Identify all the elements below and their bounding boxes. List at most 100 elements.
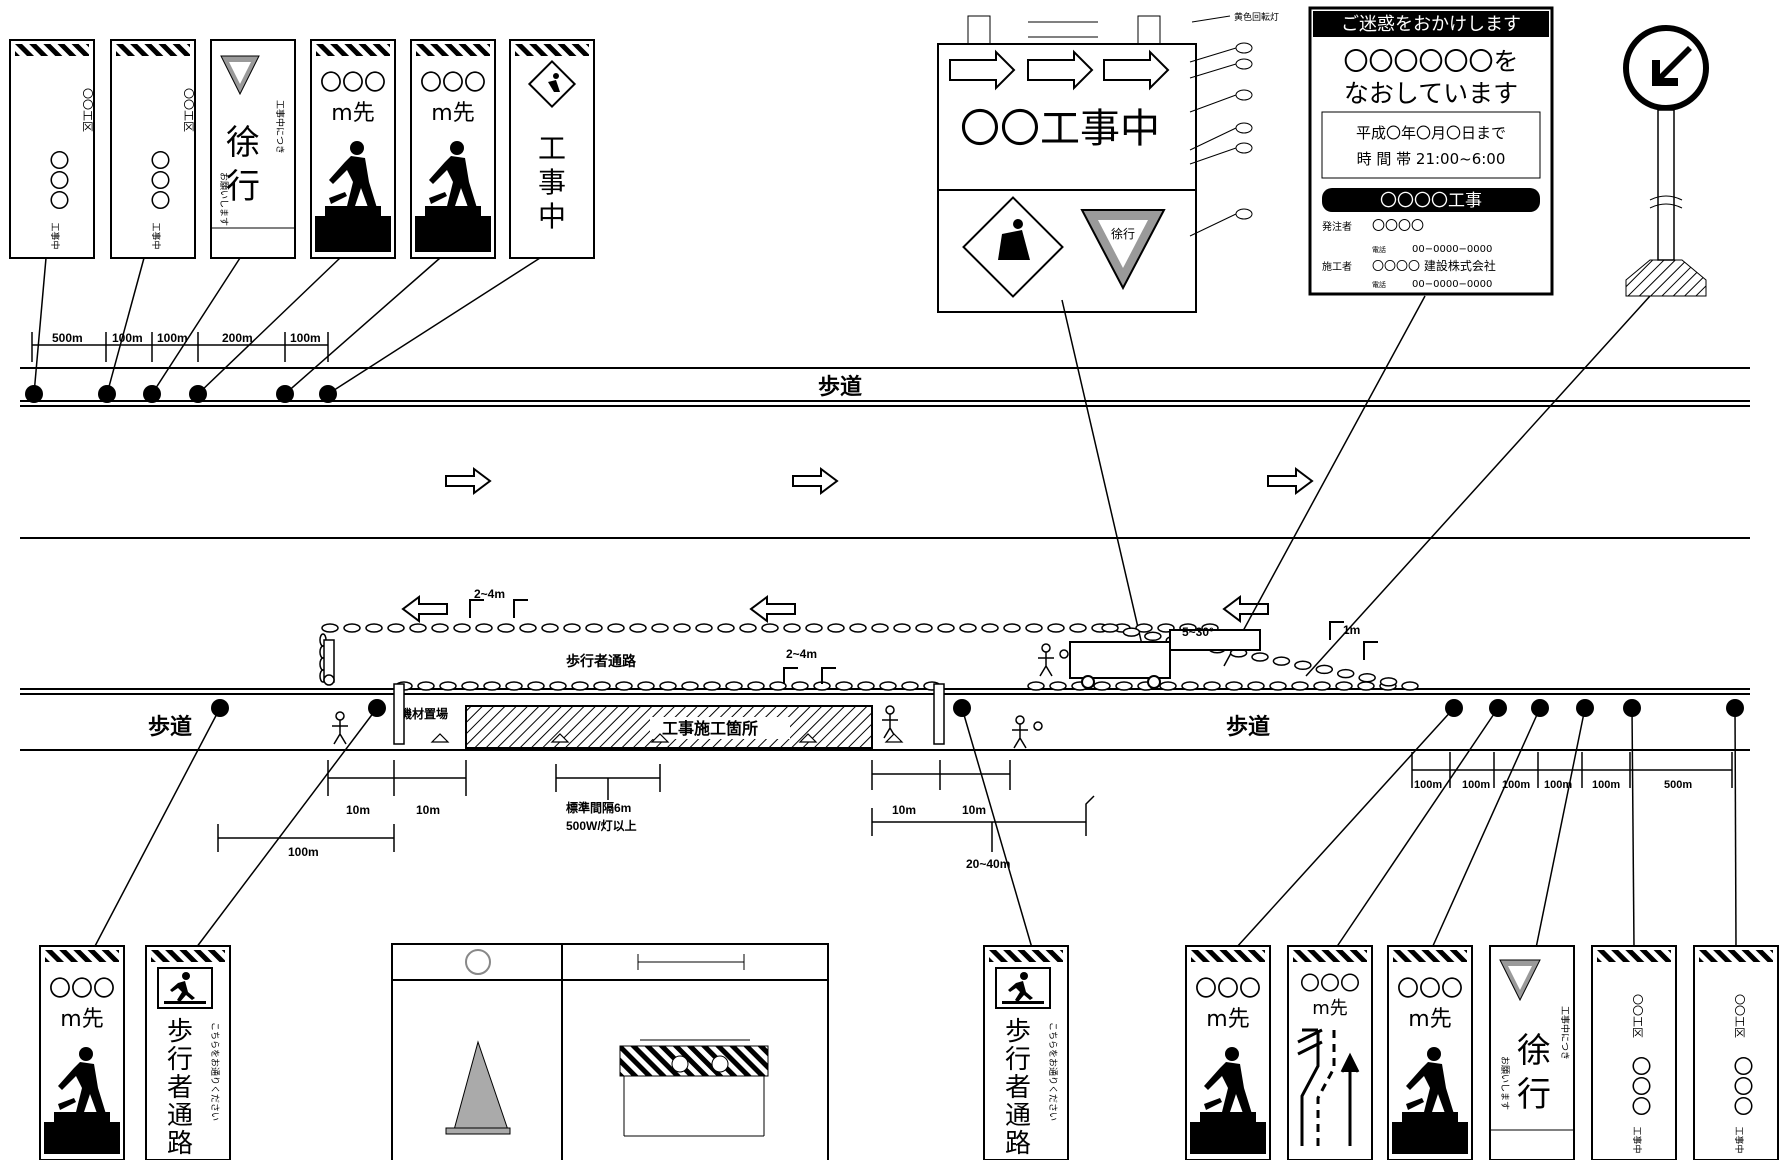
pedestrian-icon [157, 967, 213, 1009]
distance-label: 500m [1664, 779, 1692, 791]
chain-link [1313, 681, 1331, 691]
chain-link [615, 681, 633, 691]
chain-link [1181, 681, 1199, 691]
distance-label: 200m [222, 331, 253, 345]
distance-circles: 〇〇〇 [320, 71, 386, 96]
chain-link [519, 623, 537, 633]
dim-label: 10m [962, 803, 986, 817]
distance-unit: m先 [1408, 1007, 1451, 1032]
chain-link [1315, 664, 1334, 675]
koji-circles: 〇〇〇 [1731, 1056, 1755, 1116]
pedestrian-icon [995, 967, 1051, 1009]
chain-link [1247, 681, 1265, 691]
distance-circles: 〇〇〇 [420, 71, 486, 96]
arrow-right-icon [445, 467, 1314, 495]
sign-distance-1: 〇〇〇 m先 [310, 39, 396, 259]
chain-link [1159, 681, 1177, 691]
chain-link [1144, 631, 1162, 642]
koji-name: 〇〇工区 [1631, 994, 1644, 1038]
slow-side2: お願いします [218, 172, 229, 226]
koji-circles: 〇〇〇 [148, 150, 172, 210]
barrier-chains [319, 623, 1419, 691]
big-sign-title: 〇〇工事中 [960, 106, 1160, 152]
distance-label: 100m [1502, 779, 1530, 791]
koji-circles: 〇〇〇 [47, 150, 71, 210]
chain-link [1003, 623, 1021, 633]
slow-char-1: 徐 [1517, 1031, 1551, 1071]
work-area-label-bg [650, 717, 790, 739]
sign-distance-2: 〇〇〇 m先 [410, 39, 496, 259]
chain-link [695, 623, 713, 633]
chain-link [321, 623, 339, 633]
chain-link [1335, 681, 1353, 691]
distance-circles: 〇〇〇 [1300, 971, 1360, 995]
notice-builder: 〇〇〇〇 建設株式会社 [1372, 258, 1496, 273]
chain-link [791, 681, 809, 691]
dim-label: 10m [416, 803, 440, 817]
chain-link [1225, 681, 1243, 691]
chain-link [1401, 681, 1419, 691]
sign-koji-2: 〇〇工区 〇〇〇 工事中 [110, 39, 196, 259]
chain-link [453, 623, 471, 633]
sidewalk-label-bottom-right: 歩道 [1226, 714, 1270, 739]
chain-link [901, 681, 919, 691]
distance-unit: m先 [431, 101, 474, 126]
roadway [20, 367, 1750, 751]
chain-link [739, 623, 757, 633]
sign-distance-bottom-3: 〇〇〇 m先 [1387, 945, 1473, 1160]
distance-unit: m先 [60, 1007, 103, 1032]
chain-link [387, 623, 405, 633]
ped-char-1: 歩 [1005, 1017, 1031, 1047]
chain-link [981, 623, 999, 633]
dim-label: 2~4m [474, 587, 505, 601]
slow-side2: お願いします [1499, 1056, 1510, 1110]
vehicle-icon [1069, 629, 1261, 689]
notice-tel-label1: 電話 [1372, 245, 1386, 254]
chain-link [541, 623, 559, 633]
dim-label: 10m [892, 803, 916, 817]
sign-distance-bottom-1: 〇〇〇 m先 [39, 945, 125, 1160]
chain-link [527, 681, 545, 691]
sign-koji-vertical: 工 事 中 [509, 39, 595, 259]
chain-link [871, 623, 889, 633]
koji-suffix: 工事中 [1631, 1126, 1643, 1153]
chain-link [1122, 627, 1141, 637]
chain-link [651, 623, 669, 633]
sign-distance-bottom-2: 〇〇〇 m先 [1185, 945, 1271, 1160]
ped-char-4: 通 [167, 1101, 193, 1131]
chain-link [1069, 623, 1087, 633]
chain-link [439, 681, 457, 691]
leader-lines-bottom [93, 707, 1737, 949]
material-yard-label: 機材置場 [400, 706, 448, 721]
chain-link [915, 623, 933, 633]
notice-header: ご迷惑をおかけします [1341, 14, 1521, 35]
distance-unit: m先 [1206, 1007, 1249, 1032]
sign-pedestrian-bottom-2: 歩 行 者 通 路 こちらをお通りください [983, 945, 1069, 1160]
distance-label: 100m [290, 331, 321, 345]
chain-link [681, 681, 699, 691]
chain-link [571, 681, 589, 691]
koji-suffix: 工事中 [1733, 1126, 1745, 1153]
koji-name: 〇〇工区 [1733, 994, 1746, 1038]
chain-link [835, 681, 853, 691]
slow-char-2: 行 [1517, 1075, 1551, 1115]
keep-left-sign [1623, 25, 1709, 297]
chain-link [1093, 681, 1111, 691]
notice-board: ご迷惑をおかけします 〇〇〇〇〇〇を なおしています 平成〇年〇月〇日まで 時 … [1308, 6, 1554, 296]
chain-link [1025, 623, 1043, 633]
notice-orderer-label: 発注者 [1322, 220, 1352, 233]
leader-lines-right [1061, 295, 1651, 677]
koji-name: 〇〇工区 [81, 88, 94, 132]
chain-link [483, 681, 501, 691]
chain-link [1251, 652, 1269, 662]
distance-circles: 〇〇〇 [1195, 977, 1261, 1002]
distance-unit: m先 [331, 101, 374, 126]
chain-link [937, 623, 955, 633]
chain-link [431, 623, 449, 633]
chain-link [409, 623, 427, 633]
distance-circles: 〇〇〇 [49, 977, 115, 1002]
chain-link [827, 623, 845, 633]
ped-char-1: 歩 [167, 1017, 193, 1047]
chain-link [1272, 656, 1291, 666]
chain-link [761, 623, 779, 633]
